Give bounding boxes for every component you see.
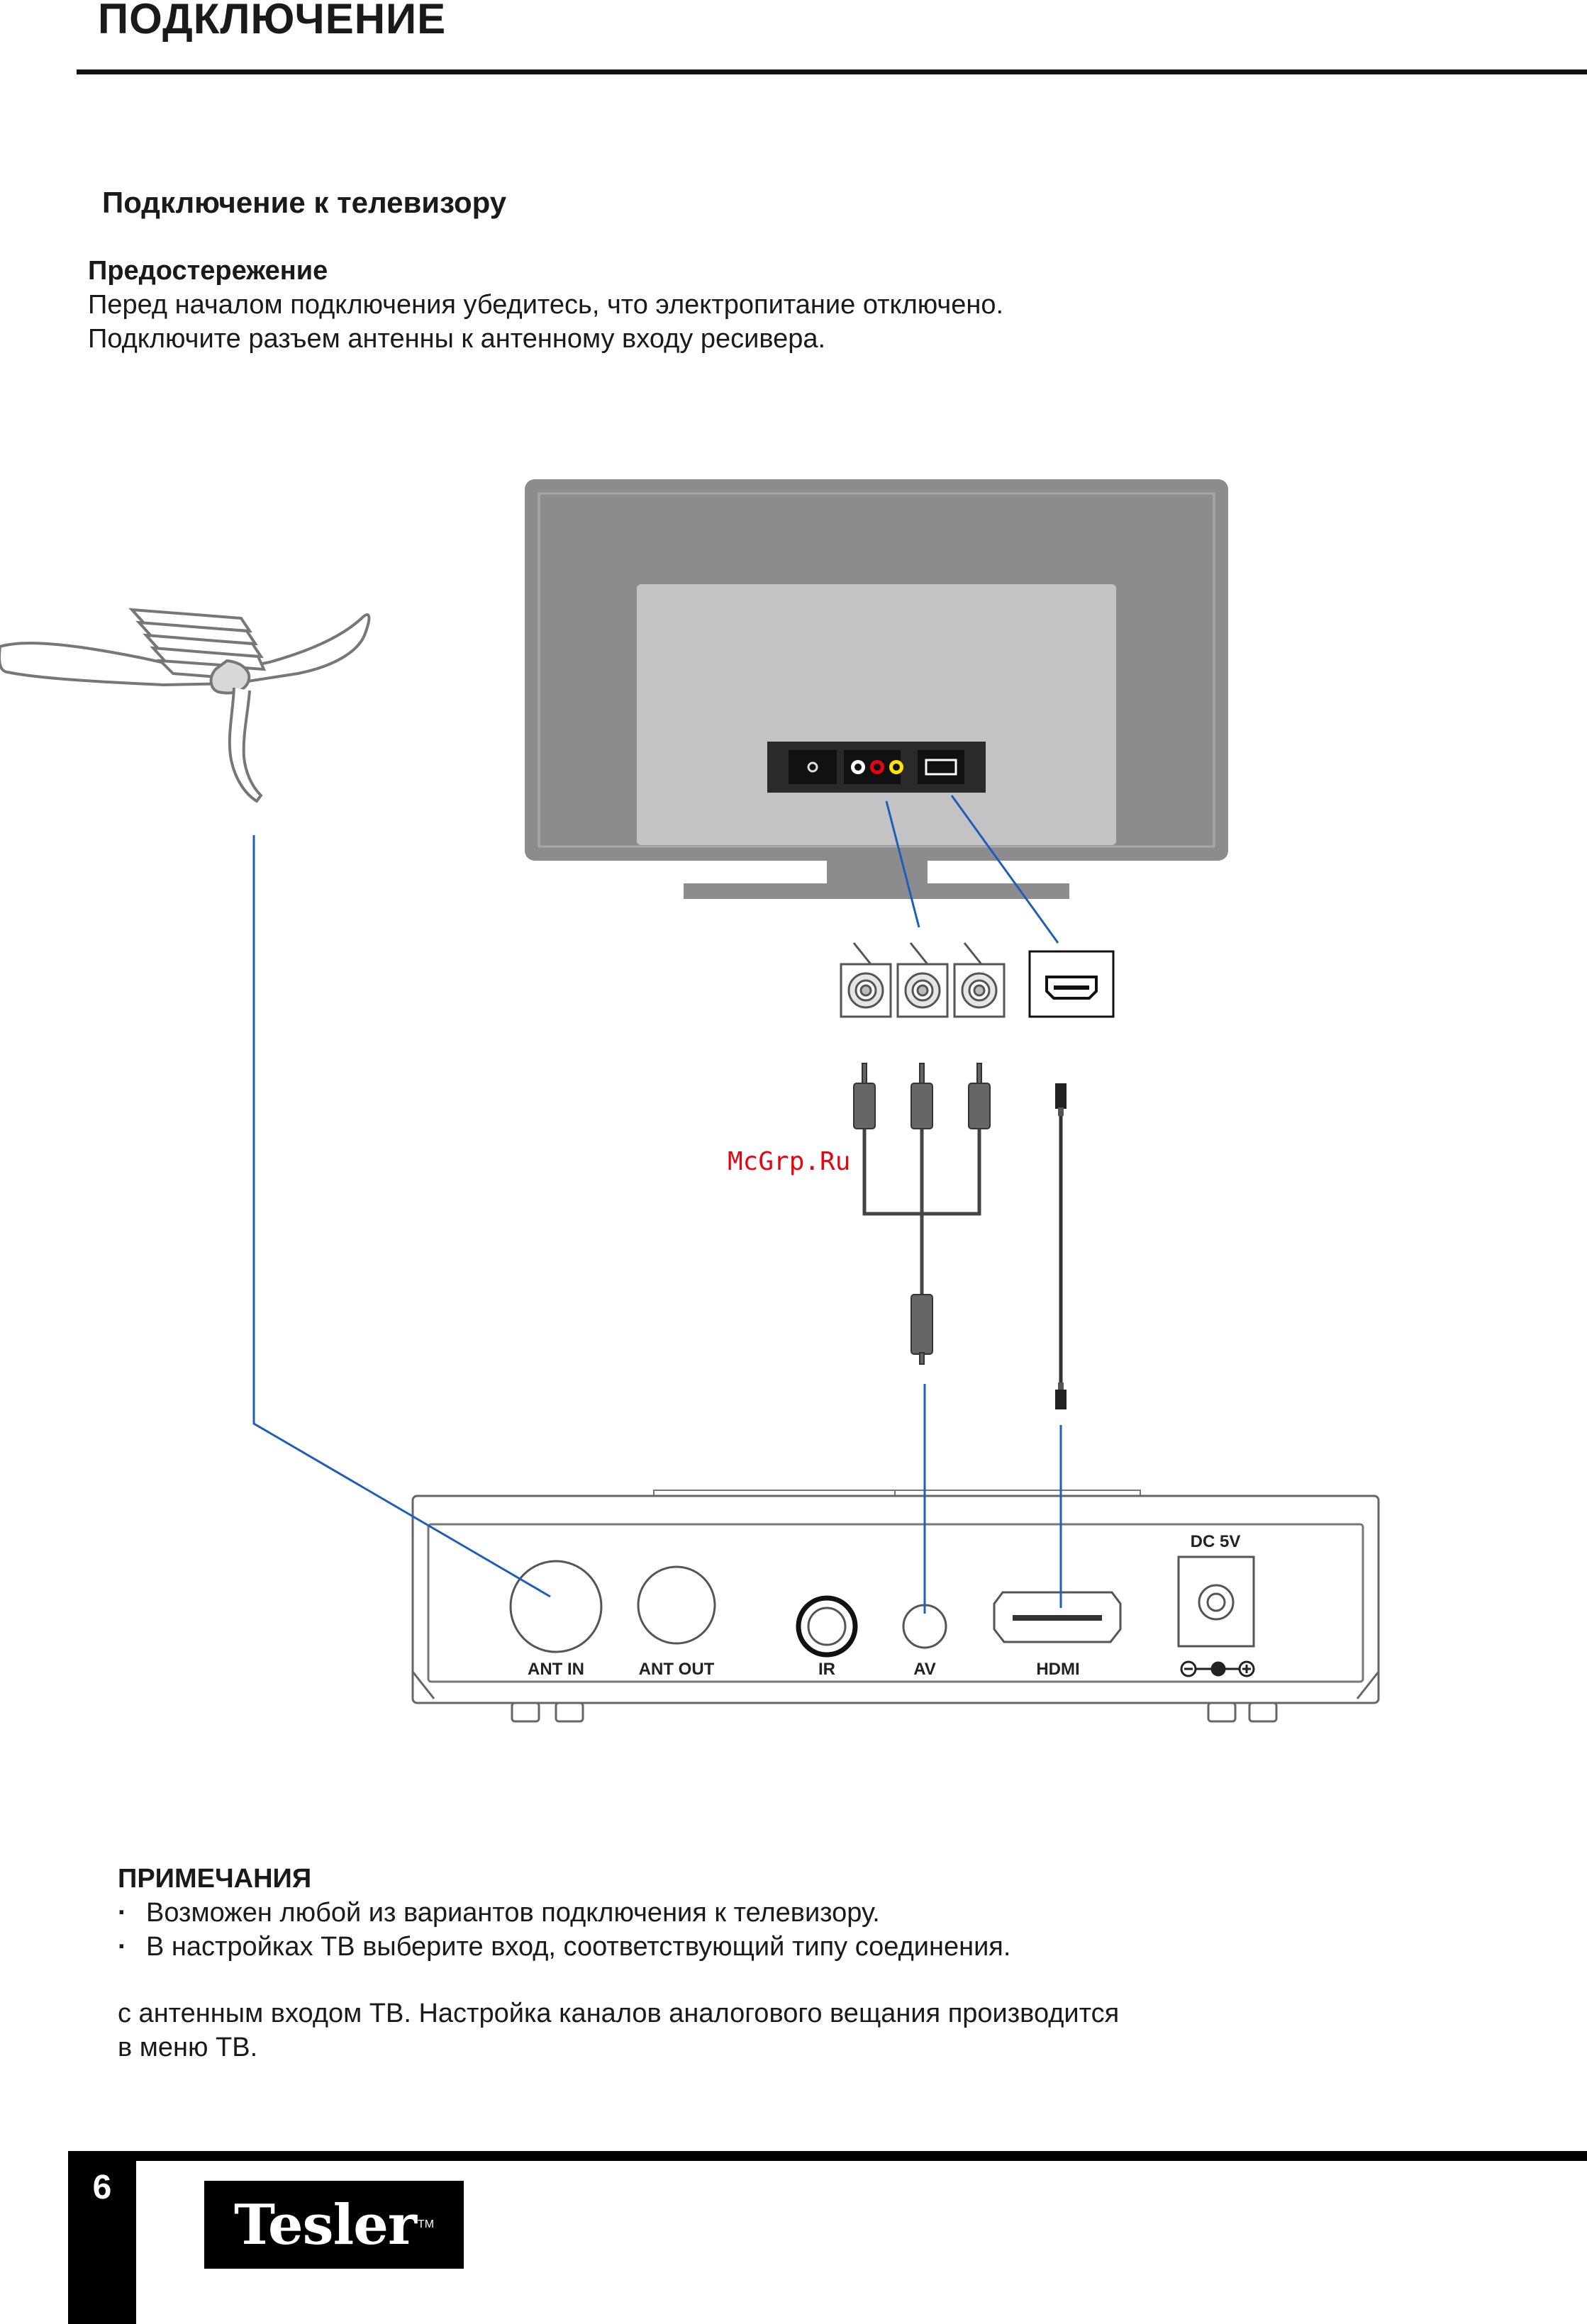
watermark: McGrp.Ru [728,1147,850,1176]
caution-line: Подключите разъем антенны к антенному вх… [88,324,826,354]
note-item: Возможен любой из вариантов подключения … [118,1896,1119,1930]
footer-bar [68,2151,1587,2161]
tv-panel [637,584,1116,845]
note-item: В настройках ТВ выберите вход, соответст… [118,1930,1119,1964]
ir-port: IR [796,1595,858,1679]
notes-extra-line: в меню ТВ. [118,2033,258,2062]
hdmi-port: HDMI [993,1591,1122,1679]
caution-title: Предостережение [88,256,328,286]
rca-cable [853,1063,991,1365]
tv-port-panel [767,742,986,793]
notes-extra: с антенным входом ТВ. Настройка каналов … [118,1996,1119,2065]
antenna-illustration [0,608,371,803]
ir-label: IR [818,1660,835,1679]
av-label: AV [913,1660,936,1679]
hdmi-socket [1028,950,1115,1018]
connection-lines [252,795,1062,1614]
header-rule [77,69,1587,74]
ant-in-label: ANT IN [528,1660,584,1679]
notes-title: ПРИМЕЧАНИЯ [118,1864,312,1894]
dc-power-port: DC 5V [1177,1532,1255,1677]
rca-socket [896,942,949,1018]
logo-tm: TM [417,2218,435,2230]
tv-illustration [525,479,1228,899]
tv-stand [684,883,1069,899]
notes-extra-line: с антенным входом ТВ. Настройка каналов … [118,1999,1120,2028]
hdmi-label: HDMI [1036,1660,1079,1679]
rca-socket [953,942,1006,1018]
tv-neck [827,859,928,883]
caution-line: Перед началом подключения убедитесь, что… [88,290,1004,320]
page-number: 6 [92,2169,112,2206]
dc-label: DC 5V [1191,1532,1241,1551]
receiver-illustration: ANT IN ANT OUT IR AV HDMI DC 5V [411,1490,1380,1723]
polarity-icon [1180,1660,1255,1677]
receiver-back-panel [427,1523,1364,1683]
notes-block: ПРИМЕЧАНИЯ Возможен любой из вариантов п… [118,1862,1119,2065]
caution-block: Предостережение Перед началом подключени… [88,254,1003,356]
footer-side-block [68,2151,136,2324]
page-heading: ПОДКЛЮЧЕНИЕ [98,0,447,43]
hdmi-cable [1055,1083,1067,1409]
ant-out-label: ANT OUT [639,1660,715,1679]
rca-socket [840,942,892,1018]
connection-diagram: McGrp.Ru ANT IN ANT OUT IR AV [0,479,1380,1723]
ant-in-port: ANT IN [509,1560,603,1679]
section-title: Подключение к телевизору [102,186,507,219]
ant-out-port: ANT OUT [637,1565,716,1679]
av-sockets [840,942,1115,1018]
logo-text: Tesler [233,2192,417,2257]
